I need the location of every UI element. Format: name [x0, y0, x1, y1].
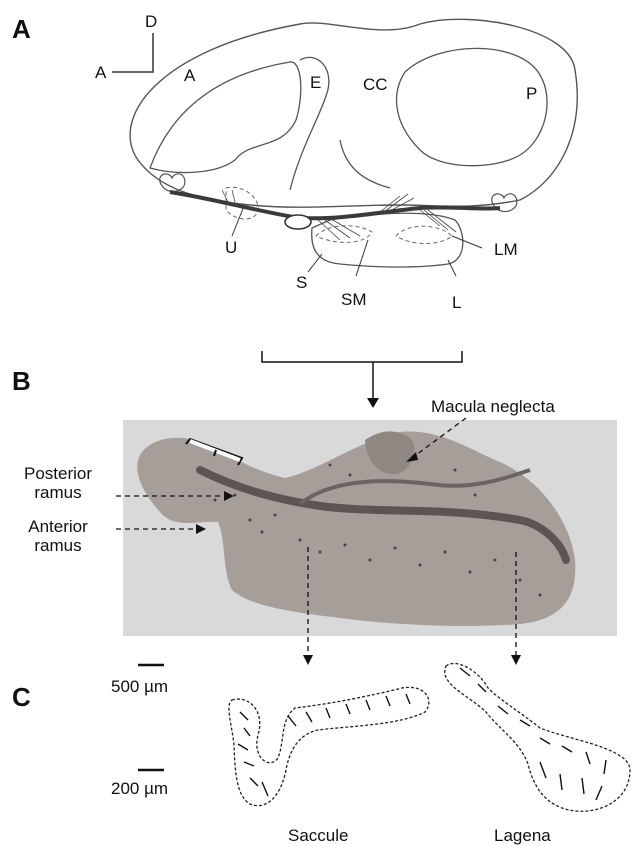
saccule-outline	[229, 687, 429, 805]
saccule-caption: Saccule	[288, 826, 348, 845]
lagena-caption: Lagena	[494, 826, 551, 845]
scale-bar-200-label: 200 µm	[111, 779, 168, 798]
lagena-outline	[445, 663, 630, 811]
saccule-hair-cell-arrows	[238, 694, 410, 796]
